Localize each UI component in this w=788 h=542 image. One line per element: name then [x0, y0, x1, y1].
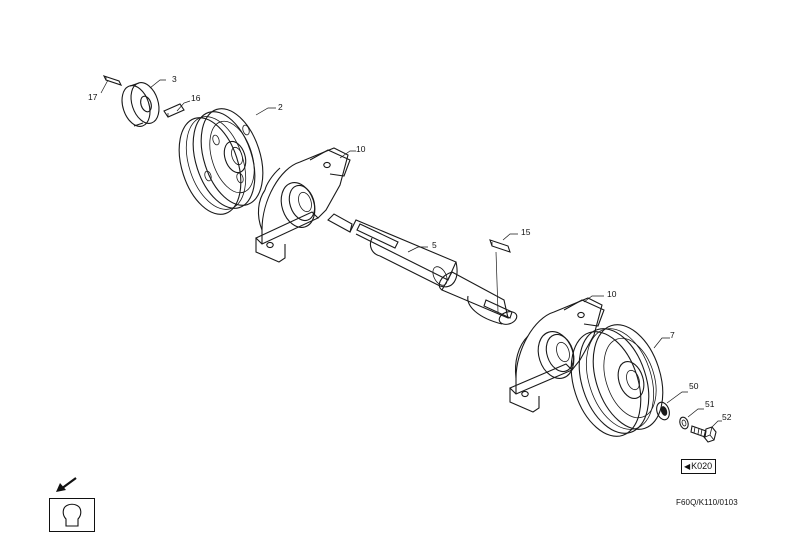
callout-3: 3: [172, 74, 177, 84]
part-15-key: [489, 239, 511, 253]
diagonal-arrow-icon: [56, 477, 77, 492]
part-17-key: [102, 75, 123, 86]
callout-7: 7: [670, 330, 675, 340]
callout-17: 17: [88, 92, 98, 102]
left-triangle-icon: ◀: [684, 462, 691, 471]
keyhole-icon: [62, 503, 82, 527]
callout-16: 16: [191, 93, 201, 103]
part-10-bearing-upper: [255, 147, 351, 263]
part-51-lock-washer: [679, 416, 689, 430]
callout-labels: 17 3 16 2 10 5 15 10 7 50 51 52: [88, 74, 732, 422]
leader-lines: [100, 79, 722, 428]
part-5-shaft: [327, 213, 458, 288]
callout-52: 52: [722, 412, 732, 422]
part-7-pulley: [570, 324, 664, 437]
part-2-pulley: [178, 108, 264, 215]
drawing-code: F60Q/K110/0103: [676, 498, 738, 507]
legend-box: [49, 498, 95, 532]
callout-5: 5: [432, 240, 437, 250]
callout-15: 15: [521, 227, 531, 237]
part-52-bolt: [690, 425, 717, 443]
callout-50: 50: [689, 381, 699, 391]
part-5-shaft-end: [438, 271, 518, 325]
page-reference-label: K020: [691, 461, 713, 471]
part-10-bearing-lower: [509, 297, 605, 413]
part-16-key: [163, 103, 185, 118]
callout-51: 51: [705, 399, 715, 409]
part-50-washer: [656, 401, 670, 421]
callout-10-upper: 10: [356, 144, 366, 154]
part-3-hub: [121, 82, 160, 127]
callout-10-lower: 10: [607, 289, 617, 299]
page-reference-link[interactable]: ◀K020: [681, 459, 717, 474]
callout-2: 2: [278, 102, 283, 112]
